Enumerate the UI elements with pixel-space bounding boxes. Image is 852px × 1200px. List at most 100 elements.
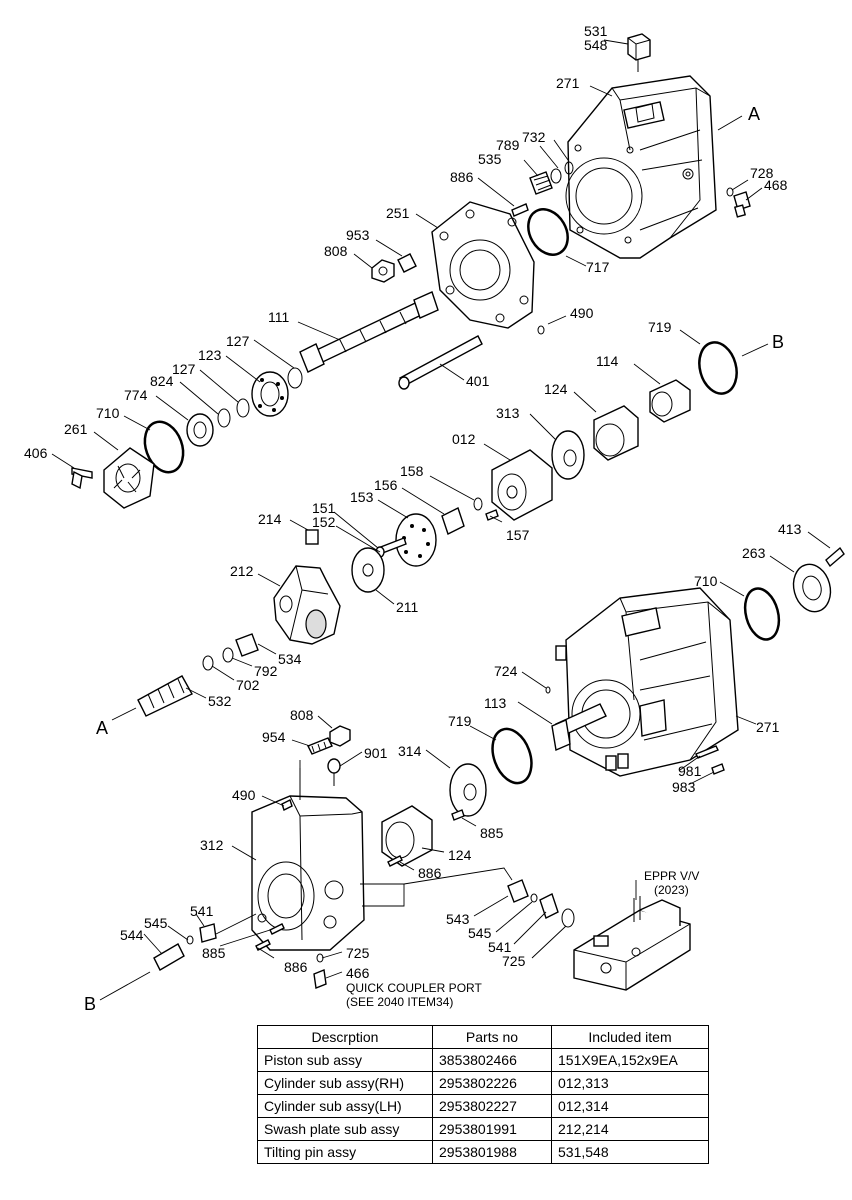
ball-545b [530, 893, 538, 903]
pin-157 [485, 509, 499, 521]
coupler-note-line1: QUICK COUPLER PORT [346, 981, 482, 995]
pin-490b [281, 799, 293, 811]
header-included-item: Included item [551, 1025, 709, 1049]
callout-c953: 953 [346, 227, 370, 243]
callout-c124b: 124 [448, 847, 472, 863]
piston-532 [137, 675, 193, 717]
shoe-plate-211 [351, 547, 385, 593]
callout-c725b: 725 [346, 945, 370, 961]
callout-c543: 543 [446, 911, 470, 927]
plug-724 [545, 686, 551, 694]
callout-c719a: 719 [648, 319, 672, 335]
valve-plate-313 [551, 430, 585, 480]
eppr-label: EPPR V/V [644, 869, 699, 883]
ring-702 [202, 655, 214, 671]
callout-c251: 251 [386, 205, 410, 221]
callout-c271a: 271 [556, 75, 580, 91]
callout-c153: 153 [350, 489, 374, 505]
callout-c127b: 127 [172, 361, 196, 377]
plug-466 [313, 969, 327, 989]
table-header-row: Descrption Parts no Included item [257, 1025, 709, 1049]
swash-plate-212 [273, 565, 341, 645]
callout-c544: 544 [120, 927, 144, 943]
callout-c401: 401 [466, 373, 490, 389]
callout-c702: 702 [236, 677, 260, 693]
cell-parts-no: 3853802466 [432, 1048, 552, 1072]
ring-127a [287, 367, 303, 389]
cell-included-item: 012,314 [551, 1094, 709, 1118]
cell-parts-no: 2953802227 [432, 1094, 552, 1118]
pin-886-top [511, 203, 529, 217]
plug-543 [507, 879, 529, 903]
oring-717 [527, 208, 569, 256]
callout-c792: 792 [254, 663, 278, 679]
callout-c114: 114 [596, 353, 619, 369]
callout-c214: 214 [258, 511, 282, 527]
callout-c885b: 885 [202, 945, 226, 961]
callout-c531: 531 [584, 23, 608, 39]
callout-c725a: 725 [502, 953, 526, 969]
callout-c545a: 545 [144, 915, 168, 931]
valve-block-312 [251, 768, 365, 951]
callout-c152: 152 [312, 514, 336, 530]
oring-710a [143, 420, 185, 474]
cell-description: Tilting pin assy [257, 1140, 433, 1164]
callout-c157: 157 [506, 527, 530, 543]
callout-c123: 123 [198, 347, 222, 363]
pump-housing-top [565, 75, 717, 259]
callout-c271b: 271 [756, 719, 780, 735]
cell-included-item: 012,313 [551, 1071, 709, 1095]
plug-544 [153, 943, 185, 971]
tilting-pin-sensor [627, 33, 651, 72]
callout-c127a: 127 [226, 333, 250, 349]
callout-c313: 313 [496, 405, 520, 421]
oring-710b [743, 587, 781, 641]
table-row: Tilting pin assy 2953801988 531,548 [257, 1140, 709, 1164]
callout-c406: 406 [24, 445, 48, 461]
cylinder-012 [491, 449, 553, 521]
marker-b-top: B [772, 332, 784, 352]
screw-413 [825, 546, 845, 568]
callout-c885a: 885 [480, 825, 504, 841]
callout-c710a: 710 [96, 405, 120, 421]
oring-719a [698, 341, 738, 395]
cell-parts-no: 2953801988 [432, 1140, 552, 1164]
header-description: Descrption [257, 1025, 433, 1049]
eye-bolt-901 [327, 758, 341, 786]
callout-c314: 314 [398, 743, 422, 759]
plug-541b [539, 893, 559, 919]
cell-description: Piston sub assy [257, 1048, 433, 1072]
coupler-note-line2: (SEE 2040 ITEM34) [346, 995, 453, 1009]
marker-b-bottom: B [84, 994, 96, 1014]
callout-c789: 789 [496, 137, 520, 153]
callout-c545b: 545 [468, 925, 492, 941]
callout-c312: 312 [200, 837, 224, 853]
ring-127b [236, 398, 250, 418]
callout-c490a: 490 [570, 305, 594, 321]
callout-c212: 212 [230, 563, 254, 579]
callout-c158: 158 [400, 463, 424, 479]
callout-c113: 113 [484, 695, 507, 711]
bearing-123 [251, 371, 289, 417]
ring-792 [222, 647, 234, 663]
stopper-534 [235, 633, 259, 657]
table-row: Piston sub assy 3853802466 151X9EA,152x9… [257, 1048, 709, 1072]
ring-725a [561, 908, 575, 928]
seal-cover-261 [103, 447, 155, 509]
plug-541a [199, 923, 217, 943]
cell-parts-no: 2953801991 [432, 1117, 552, 1141]
sub-assembly-table: Descrption Parts no Included item Piston… [257, 1025, 709, 1164]
callout-c901: 901 [364, 745, 388, 761]
callout-c466: 466 [346, 965, 370, 981]
valve-plate-314 [449, 763, 487, 817]
callout-c012: 012 [452, 431, 476, 447]
callout-c724: 724 [494, 663, 518, 679]
needle-bearing-124b [381, 805, 433, 867]
callout-c824: 824 [150, 373, 174, 389]
coupling-114 [649, 379, 691, 423]
callout-c981: 981 [678, 763, 702, 779]
cell-included-item: 212,214 [551, 1117, 709, 1141]
callout-c886a: 886 [450, 169, 474, 185]
cell-parts-no: 2953802226 [432, 1071, 552, 1095]
